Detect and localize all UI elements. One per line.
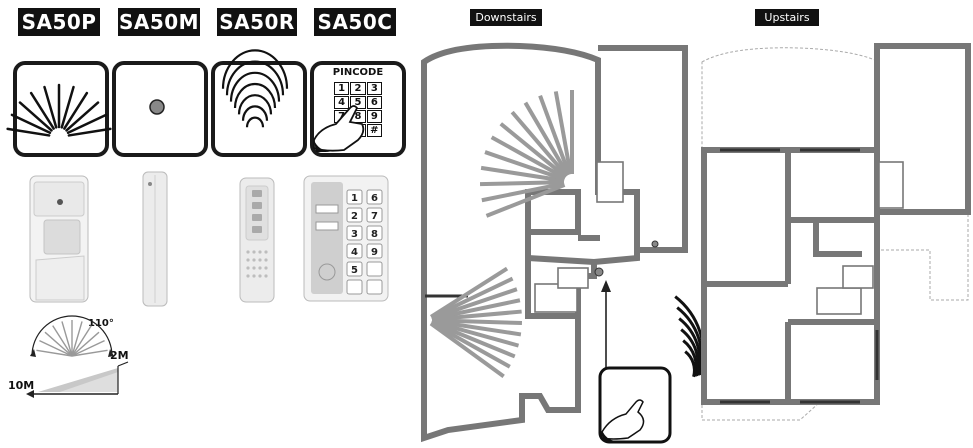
model-label-keypad: SA50C [314, 8, 396, 36]
pincode-key: 2 [350, 82, 366, 95]
upstairs-outline-dashed [701, 47, 969, 421]
svg-text:4: 4 [351, 247, 358, 258]
upstairs-floorplan [701, 43, 971, 405]
remote-control-tile [211, 61, 307, 157]
model-label-pir: SA50P [18, 8, 100, 36]
svg-text:3: 3 [351, 229, 358, 240]
floorplan-remote-signal [674, 295, 706, 378]
pir-fan-icon [6, 83, 112, 137]
pincode-key: # [366, 124, 382, 137]
pincode-key: 4 [334, 96, 350, 109]
pir-angle-label: 110° [88, 318, 114, 329]
floor-label-upstairs: Upstairs [755, 9, 819, 26]
range-far-label: 10M [8, 379, 35, 392]
remote-signal-icon [221, 49, 289, 128]
pir-angle-diagram [36, 320, 108, 357]
remote-product [239, 177, 275, 303]
svg-text:2: 2 [351, 211, 358, 222]
pincode-key: 9 [366, 110, 382, 123]
magnet-dot-icon [149, 99, 165, 115]
upstairs-windows [720, 148, 879, 404]
upstairs-stairs [816, 161, 904, 315]
magnetic-contact-tile [112, 61, 208, 157]
svg-text:5: 5 [351, 265, 358, 276]
keypad-device-product: 1 6 2 7 3 8 4 9 5 [303, 175, 389, 302]
svg-text:9: 9 [371, 247, 378, 258]
pincode-key: 1 [334, 82, 350, 95]
pincode-key: 6 [366, 96, 382, 109]
range-near-label: 2M [110, 349, 129, 362]
magnetic-contact-product [142, 171, 168, 307]
pir-range-diagram [26, 361, 129, 398]
svg-text:7: 7 [371, 211, 378, 222]
model-label-remote: SA50R [217, 8, 297, 36]
downstairs-floorplan [421, 42, 688, 443]
floor-label-downstairs: Downstairs [470, 9, 542, 26]
pincode-key: 3 [366, 82, 382, 95]
svg-text:6: 6 [371, 193, 378, 204]
downstairs-stairs [534, 161, 624, 313]
downstairs-sensor-fan-2 [429, 266, 523, 379]
svg-text:1: 1 [351, 193, 358, 204]
svg-text:8: 8 [371, 229, 378, 240]
downstairs-sensor-fan-1 [479, 90, 574, 218]
tile-pincode-title: PINCODE [332, 67, 384, 78]
pir-sensor-product [29, 175, 89, 303]
hand-icon [313, 105, 365, 152]
model-label-magnetic: SA50M [118, 8, 200, 36]
